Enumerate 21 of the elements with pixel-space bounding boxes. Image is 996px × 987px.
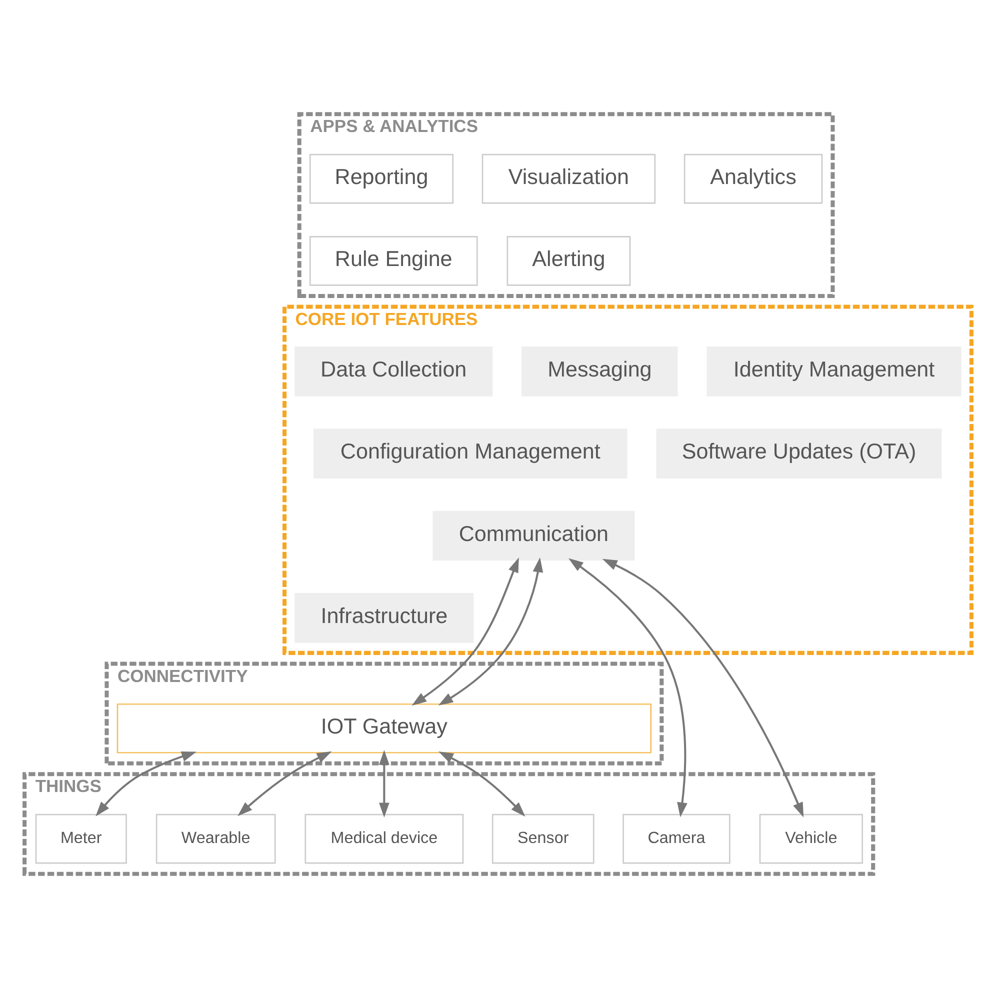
arrow bbox=[438, 556, 544, 705]
arrow bbox=[568, 558, 688, 817]
arrow bbox=[438, 750, 526, 816]
node-box: Analytics bbox=[684, 153, 823, 204]
node-box: Meter bbox=[35, 813, 127, 864]
node-box: IOT Gateway bbox=[116, 702, 652, 753]
node-box: Sensor bbox=[492, 813, 594, 864]
node-box: Communication bbox=[432, 510, 635, 560]
node-box: Visualization bbox=[482, 153, 656, 204]
arrow bbox=[412, 557, 519, 706]
arrow bbox=[238, 750, 332, 816]
node-box: Wearable bbox=[156, 813, 276, 864]
node-box: Vehicle bbox=[759, 813, 864, 864]
arrow bbox=[378, 750, 390, 818]
arrow bbox=[96, 750, 196, 816]
node-box: Alerting bbox=[506, 236, 631, 286]
node-box: Camera bbox=[622, 813, 730, 864]
node-box: Rule Engine bbox=[309, 236, 478, 286]
node-box: Medical device bbox=[304, 813, 464, 864]
arrow bbox=[602, 558, 804, 817]
node-box: Reporting bbox=[309, 153, 454, 204]
